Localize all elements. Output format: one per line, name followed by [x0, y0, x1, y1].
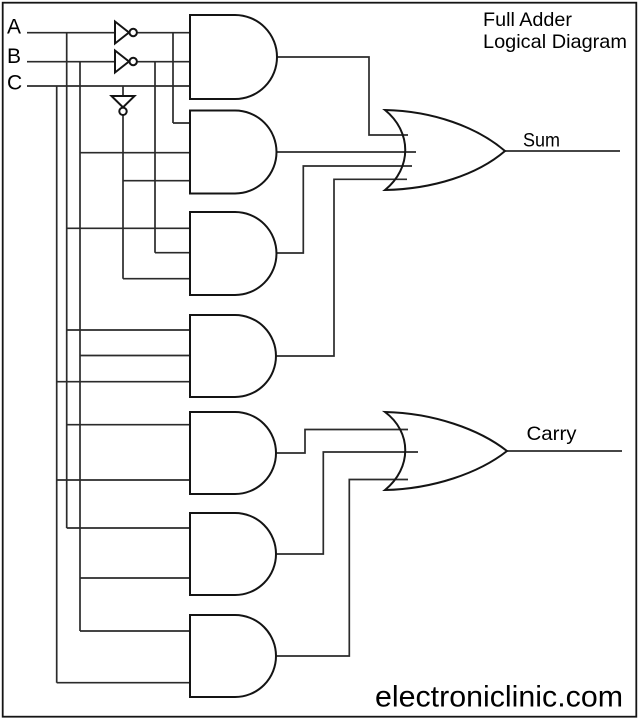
wire-net-b — [27, 60, 191, 632]
not-gate-c — [109, 95, 137, 109]
wire-and3-to-sum-or — [276, 165, 412, 254]
wires — [27, 31, 622, 684]
not-gate-a-bubble — [128, 27, 138, 38]
and-gate-4 — [189, 314, 277, 398]
and-gate-3 — [189, 211, 278, 296]
wire-net-a-not — [137, 31, 190, 124]
diagram-title-line1: Full Adder — [483, 9, 572, 31]
input-label-c: C — [7, 72, 22, 95]
and-gate-6 — [189, 512, 277, 596]
not-gate-a — [114, 19, 131, 46]
and-gate-1 — [189, 14, 278, 100]
wire-and7-to-carry-or — [276, 478, 408, 657]
gates — [109, 14, 509, 698]
labels: A B C Sum Carry Full Adder Logical Diagr… — [7, 9, 627, 714]
and-gate-7 — [189, 614, 277, 698]
not-gate-c-bubble — [118, 106, 128, 117]
wire-net-c — [27, 85, 191, 684]
wire-net-a — [27, 31, 191, 529]
wire-and6-to-carry-or — [276, 451, 418, 555]
not-gate-b — [114, 48, 131, 75]
or-gate-sum — [382, 108, 507, 192]
and-gate-5 — [189, 411, 277, 495]
not-gate-b-bubble — [128, 56, 138, 67]
wire-and4-to-sum-or — [276, 178, 407, 357]
output-label-carry: Carry — [527, 423, 577, 445]
and-gate-2 — [189, 109, 278, 195]
input-label-a: A — [7, 16, 21, 39]
watermark-text: electroniclinic.com — [375, 681, 623, 714]
output-label-sum: Sum — [523, 130, 560, 152]
input-label-b: B — [7, 45, 21, 68]
wire-net-c-not — [122, 115, 190, 280]
wire-net-b-not — [137, 60, 190, 254]
wire-and1-to-sum-or — [276, 56, 408, 136]
diagram-title-line2: Logical Diagram — [483, 31, 627, 53]
or-gate-carry — [381, 410, 509, 492]
wire-and5-to-carry-or — [276, 428, 408, 454]
